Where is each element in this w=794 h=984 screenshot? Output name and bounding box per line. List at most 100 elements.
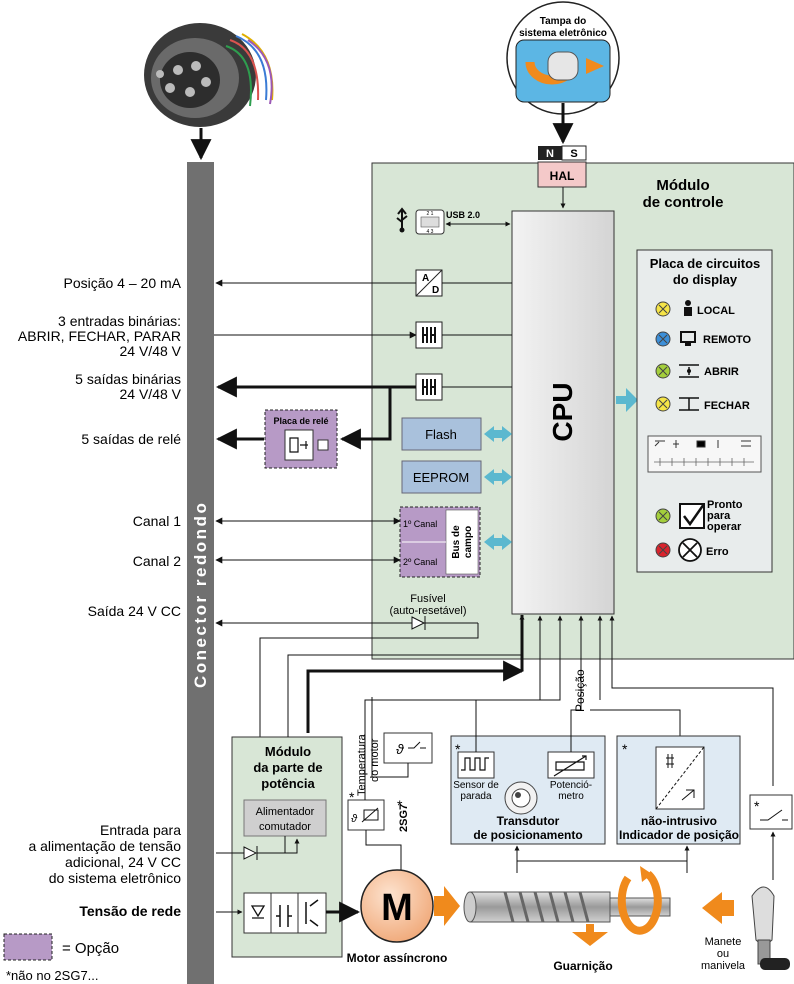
relay-icon bbox=[284, 429, 329, 461]
usb-label: USB 2.0 bbox=[446, 210, 480, 220]
eeprom-label: EEPROM bbox=[413, 470, 469, 485]
fuse-diode bbox=[411, 616, 426, 630]
signal-channel2: Canal 2 bbox=[133, 553, 181, 569]
position-sensor-icon bbox=[655, 746, 705, 810]
motor-temp-star2: * bbox=[397, 797, 403, 813]
indicator-star: * bbox=[622, 741, 628, 757]
motor-label: Motor assíncrono bbox=[347, 951, 448, 965]
power-title-1: Módulo bbox=[265, 744, 311, 759]
display-remote: REMOTO bbox=[703, 334, 752, 346]
optocoupler-inputs bbox=[415, 321, 443, 349]
pot-label-2: metro bbox=[558, 791, 584, 802]
magnet-s-label: S bbox=[570, 148, 577, 160]
motor-icon bbox=[360, 869, 434, 943]
usb-pins-bottom: 4 3 bbox=[427, 229, 434, 235]
usb-icon bbox=[396, 207, 408, 233]
rotation-arrow bbox=[617, 870, 662, 935]
transducer-star: * bbox=[455, 741, 461, 757]
hal-label: HAL bbox=[550, 169, 575, 183]
motor-output-arrow bbox=[434, 886, 460, 926]
stop-sensor-icon bbox=[457, 751, 495, 779]
power-title-2: da parte de bbox=[253, 760, 322, 775]
pot-label-1: Potenció- bbox=[550, 780, 592, 791]
display-ready-3: operar bbox=[707, 521, 742, 533]
handwheel-3: manivela bbox=[701, 960, 746, 972]
optocoupler-outputs bbox=[415, 373, 443, 401]
signal-inputs-2: ABRIR, FECHAR, PARAR bbox=[18, 328, 181, 344]
power-title-3: potência bbox=[261, 776, 315, 791]
connector-label: Conector redondo bbox=[191, 501, 210, 688]
indicator-title-2: Indicador de posição bbox=[619, 828, 739, 842]
cpu-display-arrow bbox=[616, 388, 638, 412]
signal-inputs-1: 3 entradas binárias: bbox=[58, 313, 181, 329]
display-close: FECHAR bbox=[704, 400, 750, 412]
cpu-label: CPU bbox=[547, 382, 578, 441]
close-icon bbox=[678, 538, 702, 562]
power-supply-1: Alimentador bbox=[256, 806, 315, 818]
display-title-1: Placa de circuitos bbox=[650, 256, 761, 271]
gear-icon bbox=[504, 781, 538, 815]
switch-box bbox=[749, 794, 793, 830]
transducer-title-1: Transdutor bbox=[497, 814, 560, 828]
signal-dc-output: Saída 24 V CC bbox=[88, 603, 181, 619]
flash-arrow bbox=[484, 426, 512, 442]
control-module-title-2: de controle bbox=[643, 194, 724, 211]
display-local: LOCAL bbox=[697, 305, 735, 317]
magnet-s bbox=[561, 145, 587, 161]
eeprom-memory bbox=[401, 460, 482, 494]
eeprom-arrow bbox=[484, 469, 512, 485]
fieldbus-bus-2: campo bbox=[463, 526, 474, 558]
display-title-2: do display bbox=[673, 272, 738, 287]
lcd-display bbox=[647, 435, 762, 473]
sensor-label-1: Sensor de bbox=[453, 780, 499, 791]
display-ready-2: para bbox=[707, 510, 731, 522]
valve-open-icon bbox=[679, 364, 699, 378]
fuse-label-1: Fusível bbox=[410, 593, 445, 605]
motor-temp-star1: * bbox=[349, 789, 355, 805]
cover-knob-icon bbox=[506, 1, 620, 115]
signal-aux-4: do sistema eletrônico bbox=[49, 870, 182, 886]
thermostat-glyph: ϑ bbox=[396, 741, 405, 757]
legend-note: *não no 2SG7... bbox=[6, 968, 99, 983]
power-stage bbox=[243, 892, 327, 934]
handwheel-icon bbox=[751, 886, 790, 970]
hal-sensor bbox=[537, 161, 587, 188]
checkbox-icon bbox=[679, 503, 706, 529]
magnet-n-label: N bbox=[546, 148, 554, 160]
signal-outputs-1: 5 saídas binárias bbox=[75, 371, 181, 387]
cover-label-1: Tampa do bbox=[540, 16, 586, 27]
signal-inputs-3: 24 V/48 V bbox=[120, 343, 182, 359]
switch-star: * bbox=[754, 798, 760, 814]
trim-arrow bbox=[572, 924, 608, 946]
position-label: Posição bbox=[573, 669, 587, 712]
signal-aux-3: adicional, 24 V CC bbox=[65, 854, 181, 870]
handwheel-1: Manete bbox=[705, 936, 742, 948]
fieldbus-channel2: 2º Canal bbox=[403, 557, 437, 567]
transducer-title-2: de posicionamento bbox=[473, 828, 582, 842]
display-open: ABRIR bbox=[704, 366, 739, 378]
handwheel-2: ou bbox=[717, 948, 729, 960]
relay-board-label: Placa de relé bbox=[273, 416, 328, 426]
usb-pins-top: 2 1 bbox=[427, 211, 434, 217]
signal-position: Posição 4 – 20 mA bbox=[63, 275, 181, 291]
ad-a: A bbox=[422, 273, 429, 284]
signal-channel1: Canal 1 bbox=[133, 513, 181, 529]
signal-aux-1: Entrada para bbox=[100, 822, 181, 838]
motor-temp-model: 2SG7 bbox=[398, 804, 410, 832]
ad-d: D bbox=[432, 285, 439, 296]
fuse-label-2: (auto-resetável) bbox=[389, 605, 466, 617]
motor-temp-1: Temperatura bbox=[356, 733, 368, 796]
trim-label: Guarnição bbox=[553, 959, 612, 973]
flash-label: Flash bbox=[425, 427, 457, 442]
cover-label-2: sistema eletrônico bbox=[519, 28, 607, 39]
signal-mains: Tensão de rede bbox=[79, 903, 181, 919]
power-supply-2: comutador bbox=[259, 821, 311, 833]
cpu-block bbox=[511, 210, 615, 615]
ptc-glyph: ϑ bbox=[351, 813, 358, 825]
cable-connector-image bbox=[144, 23, 274, 127]
signal-outputs-2: 24 V/48 V bbox=[120, 386, 182, 402]
flash-memory bbox=[401, 417, 482, 451]
fieldbus-channel1: 1º Canal bbox=[403, 519, 437, 529]
sensor-label-2: parada bbox=[460, 791, 492, 802]
display-error: Erro bbox=[706, 546, 729, 558]
